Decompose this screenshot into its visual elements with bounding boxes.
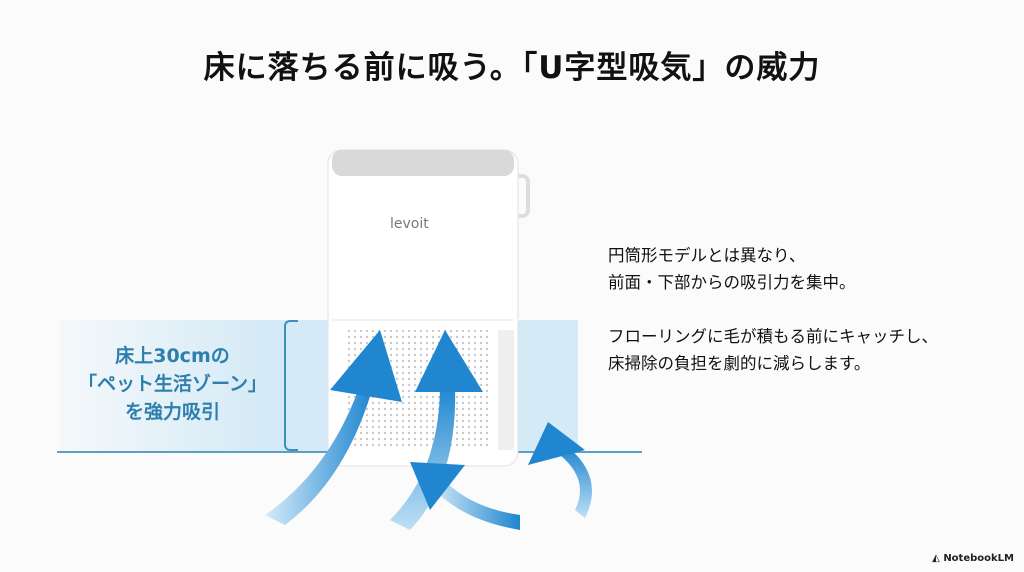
notebooklm-watermark: ◭ NotebookLM — [932, 553, 1014, 564]
height-bracket — [284, 320, 298, 451]
arrow-up-left — [265, 330, 402, 525]
watermark-text: NotebookLM — [943, 553, 1014, 564]
zone-label-line: 床上30cmの — [115, 345, 230, 367]
description-line: 前面・下部からの吸引力を集中。 — [608, 273, 856, 292]
arrow-up-center — [390, 330, 483, 530]
zone-label-line: を強力吸引 — [124, 401, 220, 423]
description-line: 床掃除の負担を劇的に減らします。 — [608, 354, 871, 373]
slide-title: 床に落ちる前に吸う。「U字型吸気」の威力 — [203, 50, 821, 86]
description-line: 円筒形モデルとは異なり、 — [608, 246, 806, 265]
notebooklm-icon: ◭ — [932, 553, 944, 564]
description-paragraph: フローリングに毛が積もる前にキャッチし、 床掃除の負担を劇的に減らします。 — [608, 323, 938, 377]
arrow-right — [528, 422, 593, 518]
description-paragraph: 円筒形モデルとは異なり、 前面・下部からの吸引力を集中。 — [608, 242, 938, 296]
description-line: フローリングに毛が積もる前にキャッチし、 — [608, 327, 938, 346]
zone-label: 床上30cmの 「ペット生活ゾーン」 を強力吸引 — [70, 342, 275, 426]
description: 円筒形モデルとは異なり、 前面・下部からの吸引力を集中。 フローリングに毛が積も… — [608, 242, 938, 404]
product-brand-logo: levoit — [390, 216, 429, 232]
arrow-lower — [410, 462, 520, 530]
zone-label-line: 「ペット生活ゾーン」 — [77, 373, 268, 395]
